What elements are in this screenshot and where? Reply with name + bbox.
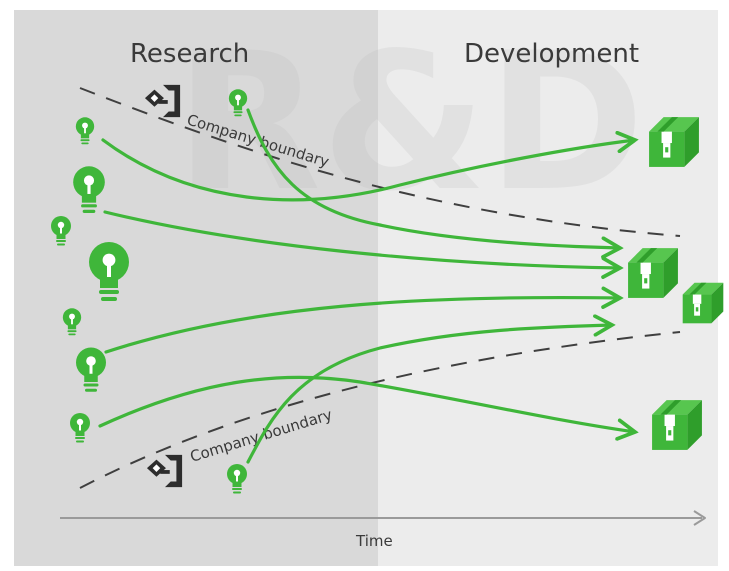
idea-flows xyxy=(98,108,635,464)
package-box-icon xyxy=(628,248,678,298)
flow-line xyxy=(101,140,635,202)
package-box-icon xyxy=(652,400,702,450)
development-heading: Development xyxy=(464,39,639,69)
flow-line xyxy=(104,298,620,354)
package-box-icon xyxy=(649,117,699,167)
package-box-icon xyxy=(682,282,724,324)
flow-line xyxy=(246,108,620,248)
flow-line xyxy=(246,325,612,464)
research-panel xyxy=(14,10,378,566)
flow-line xyxy=(98,375,635,432)
time-axis-label: Time xyxy=(355,532,393,550)
flow-line xyxy=(103,210,620,268)
upper-company-boundary xyxy=(79,87,681,237)
time-axis-arrowhead xyxy=(693,510,706,526)
research-heading: Research xyxy=(130,39,249,69)
